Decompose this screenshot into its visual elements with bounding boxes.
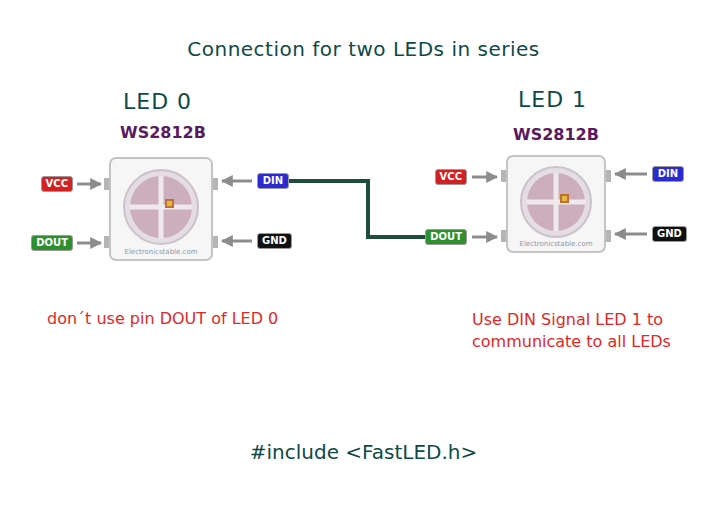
pin-name: GND <box>657 228 682 239</box>
pin-name: VCC <box>440 171 462 182</box>
chip-die <box>130 176 192 238</box>
pin-badge: DIN <box>257 173 289 189</box>
pin-name: DOUT <box>36 237 68 248</box>
pin-badge: VCC <box>41 176 73 192</box>
pin-name: GND <box>262 235 287 246</box>
pin-name: DIN <box>263 175 283 186</box>
chip-emitter <box>167 201 172 206</box>
watermark: Electronicstable.com <box>511 240 601 248</box>
pin-arrow <box>472 176 497 179</box>
diagram-title: Connection for two LEDs in series <box>0 37 727 61</box>
code-line: #include <FastLED.h> <box>0 440 727 464</box>
chip-lens <box>521 167 591 237</box>
pin-arrow <box>472 236 497 239</box>
pin-arrow <box>77 183 101 186</box>
led-chip <box>501 156 611 252</box>
chip-lens <box>124 170 198 244</box>
pin-name: VCC <box>46 178 68 189</box>
pin-arrow <box>615 173 647 176</box>
led-chip <box>104 158 218 260</box>
chip-cross <box>130 176 192 238</box>
pin-arrow <box>615 233 647 236</box>
part-number: WS2812B <box>513 125 599 144</box>
pin-arrow <box>77 242 101 245</box>
note-text: don´t use pin DOUT of LED 0 <box>47 309 278 328</box>
pin-name: DOUT <box>430 231 462 242</box>
part-number: WS2812B <box>120 123 206 142</box>
chip-die <box>527 173 585 231</box>
pin-badge: VCC <box>435 169 467 185</box>
chip-emitter <box>560 194 569 203</box>
pin-badge: DOUT <box>31 235 73 251</box>
pin-arrows <box>77 174 647 243</box>
signal-wire <box>289 181 425 237</box>
pin-badge: DIN <box>652 166 684 182</box>
chip-body <box>507 156 605 252</box>
pin-name: DIN <box>658 168 678 179</box>
chip-emitter <box>562 196 567 201</box>
led-label: LED 0 <box>123 89 192 114</box>
watermark: Electronicstable.com <box>116 248 206 256</box>
note-text: Use DIN Signal LED 1 to communicate to a… <box>472 309 722 353</box>
chip-body <box>110 158 212 260</box>
pin-arrow <box>222 180 252 183</box>
pin-badge: GND <box>257 233 292 249</box>
pin-arrow <box>222 240 252 243</box>
pin-badge: DOUT <box>425 229 467 245</box>
pin-badge: GND <box>652 226 687 242</box>
chip-cross <box>527 173 585 231</box>
chip-emitter <box>165 199 174 208</box>
led-label: LED 1 <box>518 87 587 112</box>
